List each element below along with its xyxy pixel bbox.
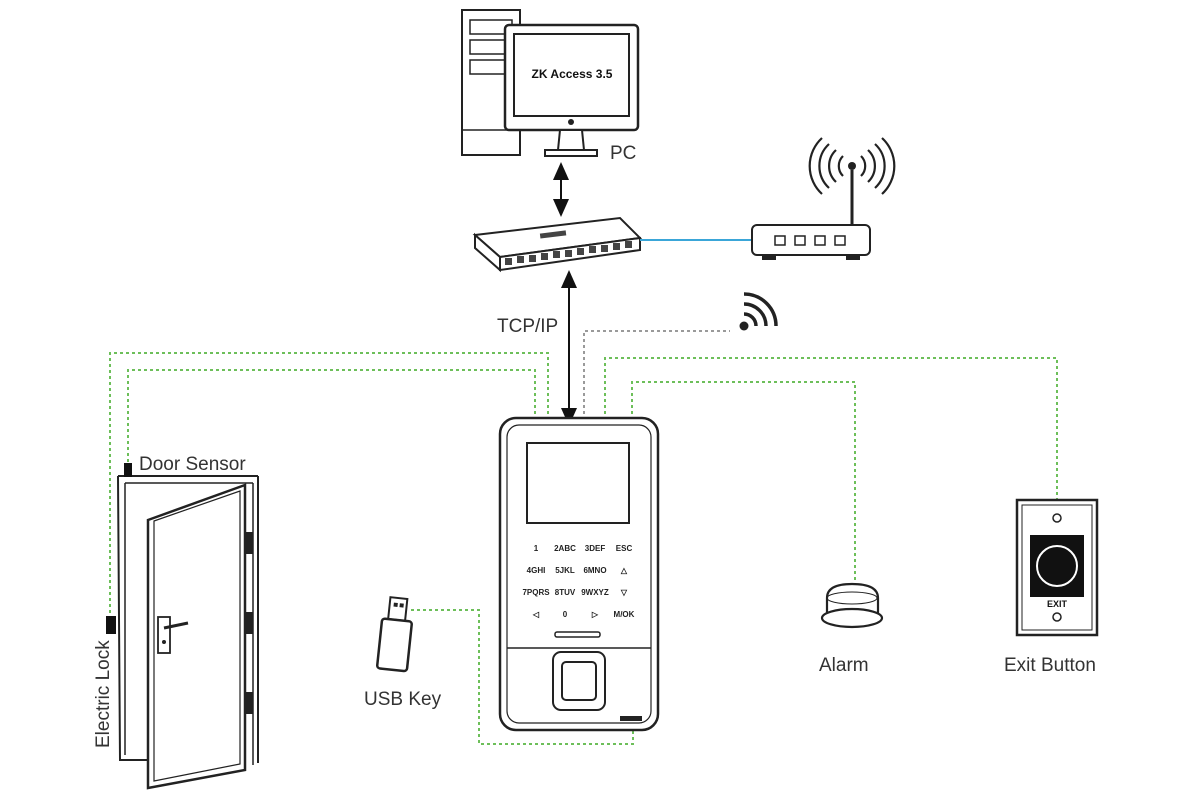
key-7[interactable]: 7PQRS — [522, 588, 550, 597]
usb-key-label: USB Key — [364, 689, 442, 710]
key-3[interactable]: 3DEF — [585, 544, 606, 553]
wire-exit-button — [604, 357, 1058, 500]
key-4[interactable]: 4GHI — [527, 566, 546, 575]
exit-button-label: Exit Button — [1004, 655, 1096, 676]
key-1[interactable]: 1 — [534, 544, 539, 553]
key-9[interactable]: 9WXYZ — [581, 588, 609, 597]
pc-label: PC — [610, 143, 636, 164]
exit-plate-label: EXIT — [1047, 599, 1068, 609]
network-switch-icon — [472, 216, 643, 273]
pc-icon — [461, 9, 640, 157]
usb-key-icon — [375, 596, 413, 673]
key-0[interactable]: 0 — [563, 610, 568, 619]
alarm-label: Alarm — [819, 655, 869, 676]
key-6[interactable]: 6MNO — [583, 566, 606, 575]
alarm-icon — [820, 582, 884, 629]
exit-button-icon — [1015, 498, 1099, 637]
access-terminal — [498, 416, 660, 732]
wireless-dotted-link — [583, 330, 730, 420]
key-ok[interactable]: M/OK — [614, 610, 635, 619]
key-8[interactable]: 8TUV — [555, 588, 576, 597]
wireless-signal-icon — [739, 292, 778, 331]
key-down[interactable]: ▽ — [620, 588, 628, 597]
key-esc[interactable]: ESC — [616, 544, 633, 553]
terminal-indicator — [554, 631, 601, 638]
tcpip-label: TCP/IP — [497, 316, 558, 337]
terminal-keypad: 1 2ABC 3DEF ESC 4GHI 5JKL 6MNO △ 7PQRS 8… — [522, 544, 634, 619]
wiring-lines — [109, 352, 1058, 745]
electric-lock-label: Electric Lock — [93, 640, 114, 748]
software-label: ZK Access 3.5 — [532, 67, 613, 81]
key-left[interactable]: ◁ — [532, 610, 540, 619]
terminal-screen — [526, 442, 630, 524]
door-icon — [106, 463, 259, 790]
router-wifi-icon — [808, 137, 896, 195]
wire-electric-lock — [109, 352, 549, 620]
key-right[interactable]: ▷ — [591, 610, 599, 619]
door-sensor-label: Door Sensor — [139, 454, 246, 475]
wire-door-sensor — [127, 369, 536, 465]
key-up[interactable]: △ — [620, 566, 628, 575]
router-icon — [751, 162, 871, 260]
key-2[interactable]: 2ABC — [554, 544, 576, 553]
wire-alarm — [631, 381, 856, 586]
key-5[interactable]: 5JKL — [555, 566, 575, 575]
